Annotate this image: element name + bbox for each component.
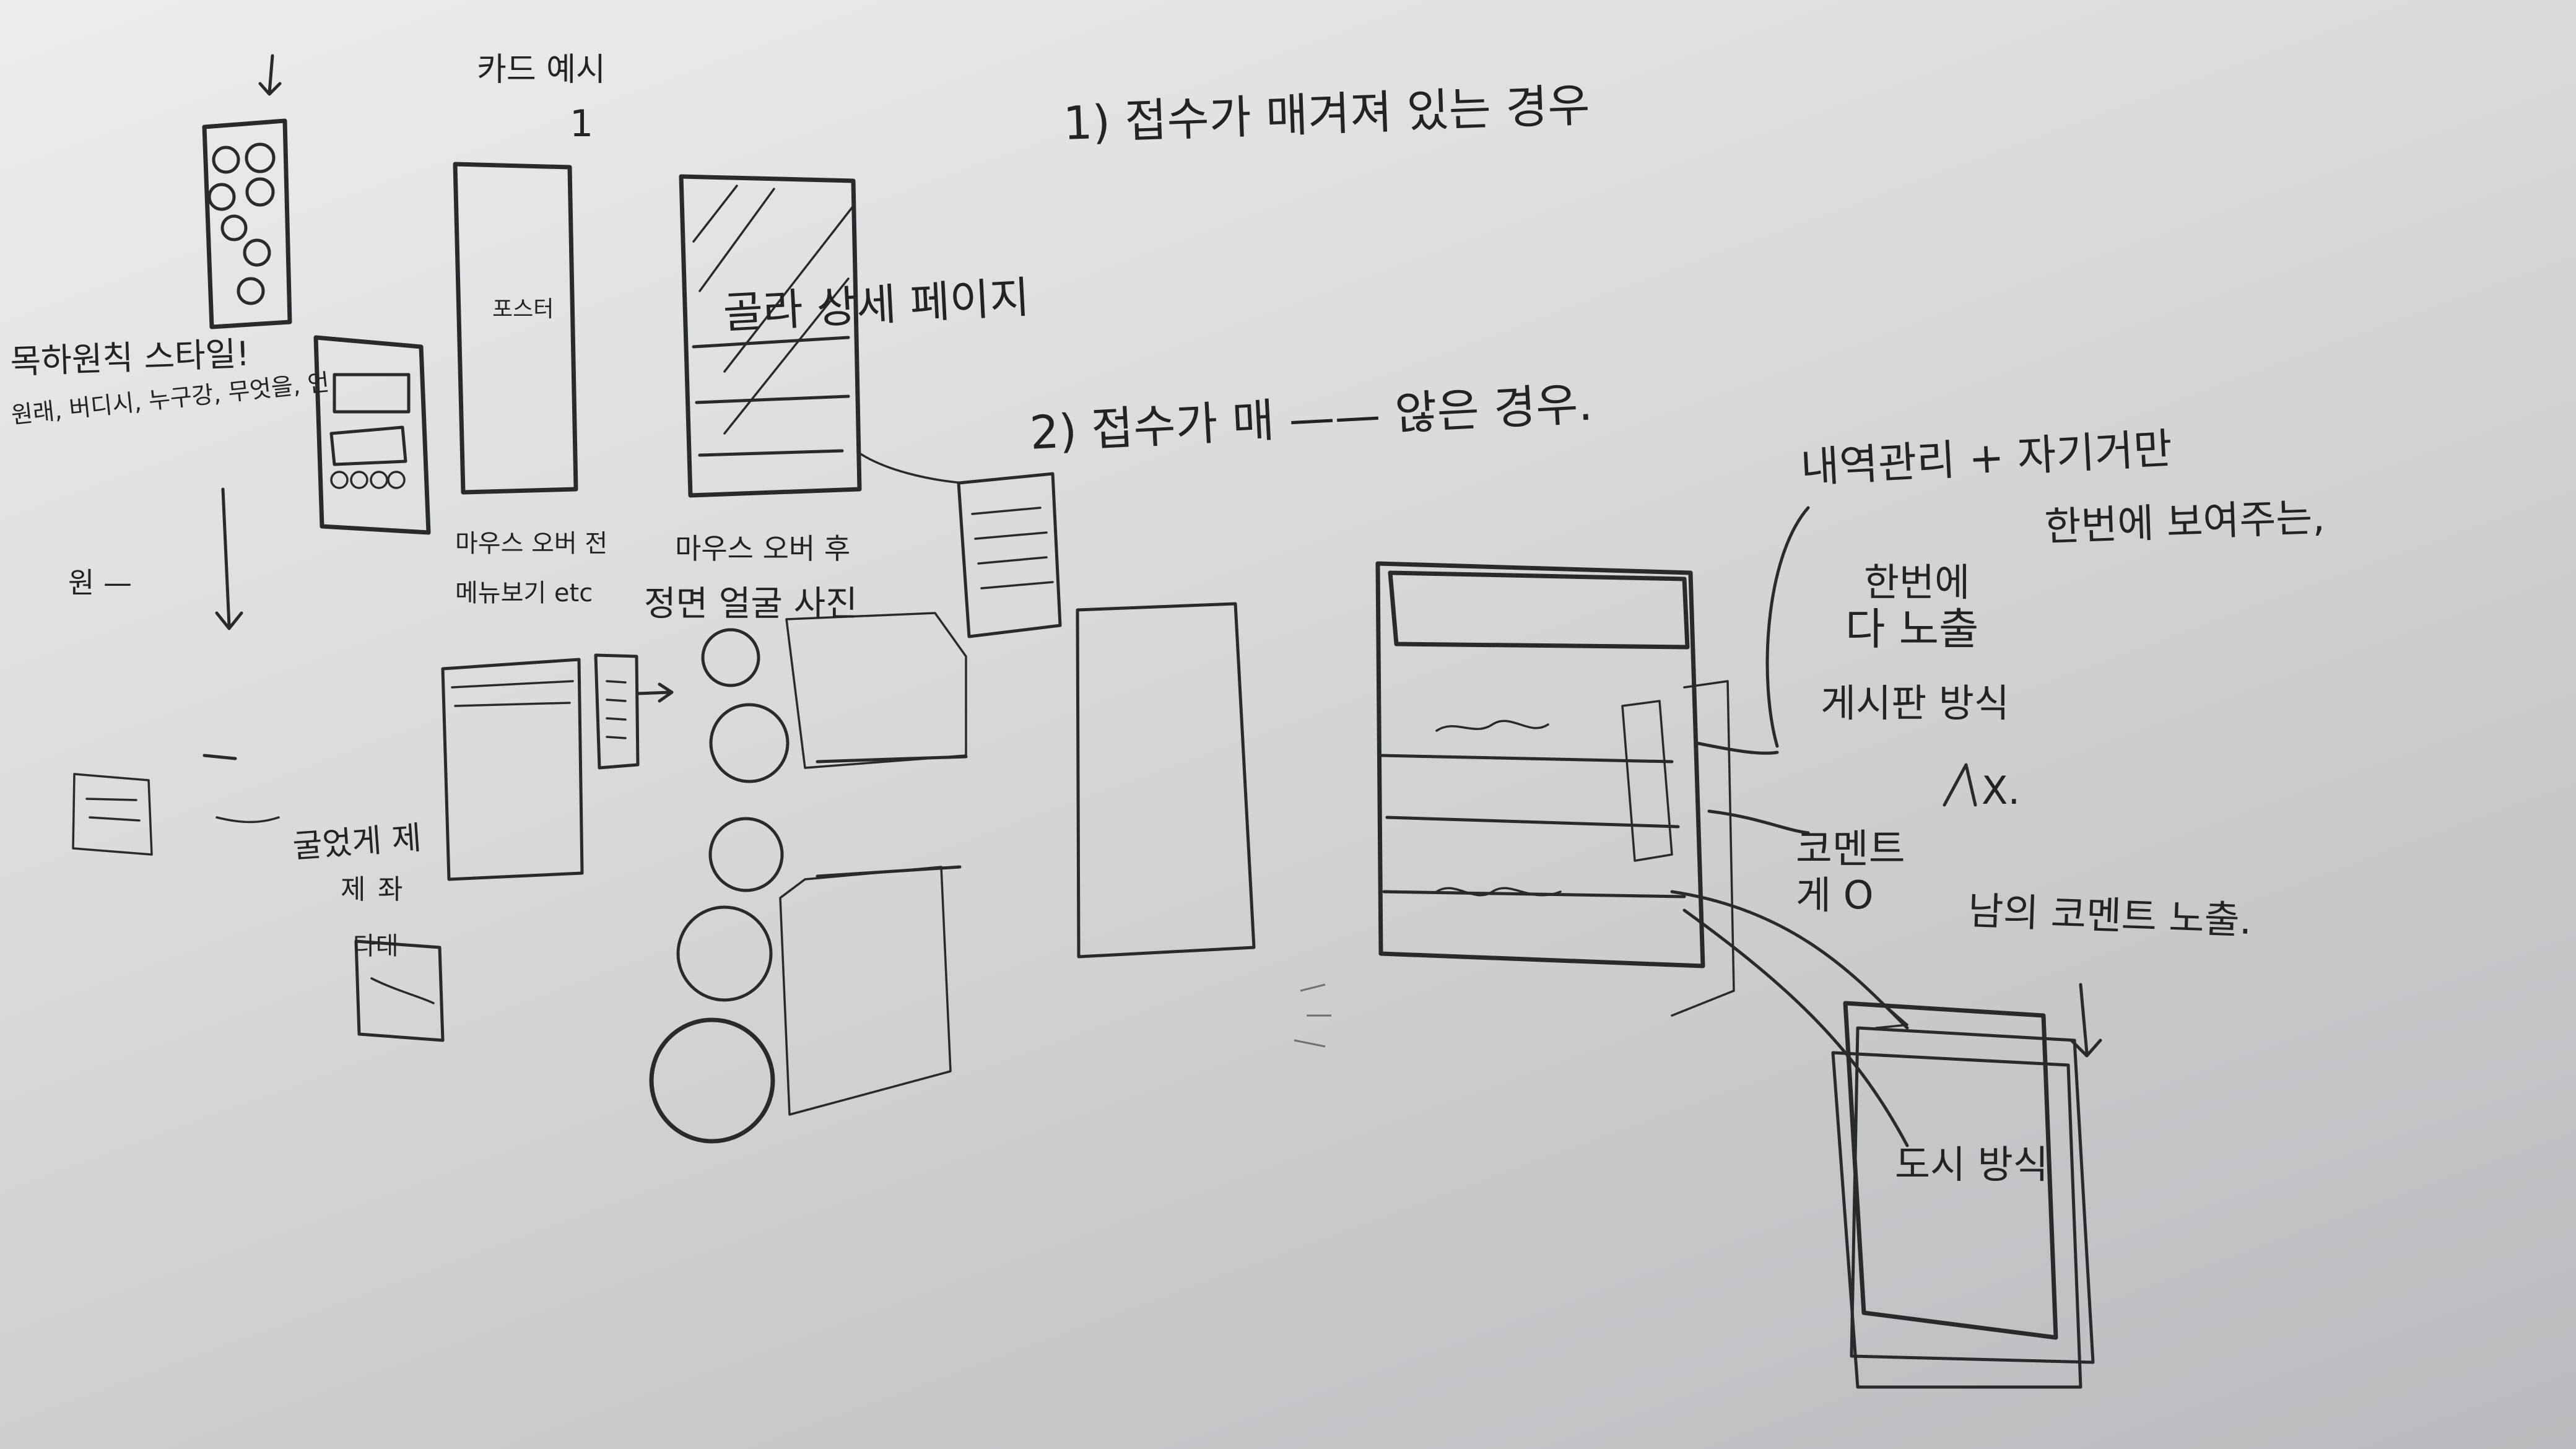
poster-label: 포스터 <box>492 297 554 322</box>
avatar-label: 마우스 오버 후 <box>675 532 851 565</box>
phone-sketch <box>313 335 431 535</box>
left-sample-label: 카드 예시 <box>477 51 606 89</box>
small-label-3: 다대 <box>353 932 399 960</box>
avatar-column-sketch <box>649 612 968 1144</box>
small-label-2: 좌 <box>378 874 403 905</box>
list-wireframe-sketch <box>1375 561 1810 1017</box>
poster-sketch <box>441 162 584 881</box>
history-line-3: 한번에 <box>1864 560 1970 605</box>
comment-line-2: 게 O <box>1796 872 1874 918</box>
comment-x-mark: X. <box>1982 768 2021 813</box>
left-card-sketch <box>202 54 292 329</box>
history-line-2: 한번에 보여주는, <box>2043 495 2326 550</box>
stacked-box-sketch <box>1831 983 2102 1389</box>
faint-mark <box>1294 983 1331 1048</box>
history-line-4: 다 노출 <box>1845 604 1979 655</box>
history-line-5: 게시판 방식 <box>1821 681 2009 726</box>
circle-one-marker: 1 <box>570 102 594 146</box>
left-scribble-3: 원 — <box>68 566 132 599</box>
bottom-box-label: 도시 방식 <box>1895 1142 2048 1187</box>
mouseover-label: 마우스 오버 전 <box>455 529 608 558</box>
cut-label: 굴었게 제 <box>291 819 423 866</box>
case2-card-sketch <box>856 451 1256 959</box>
left-flow-arrows <box>72 487 445 1042</box>
small-label-1: 제 <box>341 874 366 905</box>
right-annotation-sketch <box>1670 506 1977 1147</box>
mouseover-label-2: 메뉴보기 etc <box>455 579 593 607</box>
stack-icon-sketch <box>594 653 674 770</box>
avatar-label-2: 정면 얼굴 사진 <box>644 584 858 624</box>
detail-page-sketch <box>679 174 862 498</box>
comment-footer: 남의 코멘트 노출. <box>1967 887 2253 943</box>
comment-label: 코멘트 <box>1796 827 1905 872</box>
